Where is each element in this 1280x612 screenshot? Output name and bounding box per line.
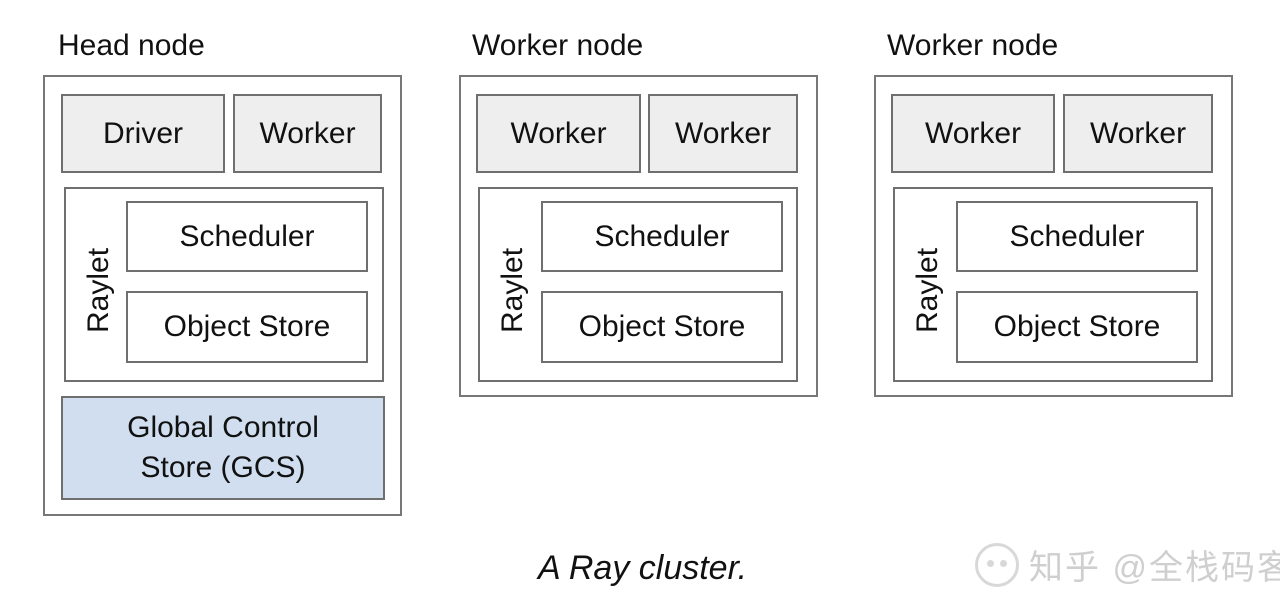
head-node-worker-box: Worker (233, 94, 382, 173)
head-node-title: Head node (58, 29, 205, 62)
head-node-driver-box: Driver (61, 94, 225, 173)
worker-node-1-raylet-label: Raylet (496, 247, 529, 333)
worker-node-1-worker-box-2: Worker (648, 94, 798, 173)
worker-node-2-worker-box-2: Worker (1063, 94, 1213, 173)
worker-node-2-object-store-box: Object Store (956, 291, 1198, 363)
worker-node-2-title: Worker node (887, 29, 1059, 62)
head-node-gcs-box: Global Control Store (GCS) (61, 396, 385, 500)
worker-node-1-scheduler-box: Scheduler (541, 201, 783, 272)
worker-node-2-scheduler-box: Scheduler (956, 201, 1198, 272)
worker-node-2-worker-box-1: Worker (891, 94, 1055, 173)
watermark-text: 知乎 @全栈码客 (1029, 549, 1280, 587)
head-node-scheduler-box: Scheduler (126, 201, 368, 272)
gcs-line-1: Global Control (127, 411, 319, 444)
gcs-line-2: Store (GCS) (140, 451, 306, 484)
worker-node-2-raylet-label: Raylet (911, 247, 944, 333)
zhihu-wechat-icon (975, 542, 1019, 587)
watermark: 知乎 @全栈码客 (975, 540, 1280, 589)
figure-caption: A Ray cluster. (538, 549, 748, 587)
worker-node-1-worker-box-1: Worker (476, 94, 641, 173)
head-node-raylet-label: Raylet (82, 247, 115, 333)
worker-node-1-object-store-box: Object Store (541, 291, 783, 363)
worker-node-1-title: Worker node (472, 29, 644, 62)
head-node-object-store-box: Object Store (126, 291, 368, 363)
